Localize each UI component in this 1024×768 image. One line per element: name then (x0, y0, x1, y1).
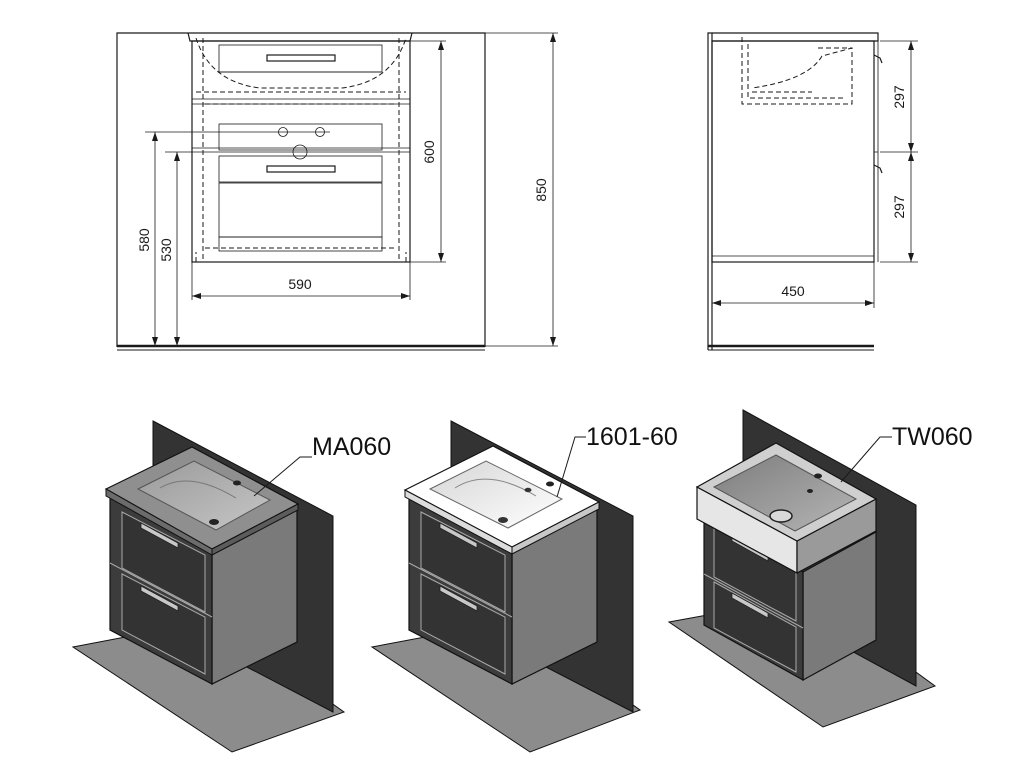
basin-bowl (428, 460, 564, 529)
dim-drawer-297-upper: 297 (891, 85, 907, 109)
variant-label-1601-60: 1601-60 (586, 423, 678, 451)
drawer-handle-lower (140, 585, 179, 612)
tap-hole (546, 481, 554, 487)
waste-outlet (292, 144, 308, 160)
variant-label-tw060: TW060 (892, 423, 973, 451)
drain (769, 509, 793, 523)
basin-bowl (712, 454, 858, 532)
label-leader (253, 456, 312, 497)
tap-hole (233, 480, 241, 486)
side-elevation: 450 297 297 (707, 32, 918, 351)
dim-drawer-297-lower: 297 (891, 195, 907, 219)
dim-height-580: 580 (136, 228, 152, 252)
drawer-handle-upper (140, 522, 179, 549)
dim-depth-450: 450 (781, 283, 805, 299)
variant-tw060: TW060 (667, 409, 973, 728)
overflow (807, 489, 813, 493)
drawer-handle-lower (439, 585, 478, 612)
upper-drawer-handle (266, 54, 336, 62)
dim-height-850: 850 (533, 178, 549, 202)
drain (498, 517, 508, 523)
drawer-handle-lower (731, 592, 769, 619)
lower-drawer-handle (266, 165, 336, 173)
wall-outline (116, 32, 486, 347)
basin-bowl (136, 460, 272, 531)
basin-top (187, 32, 413, 42)
front-elevation: 590 600 850 580 530 (116, 32, 558, 351)
dim-height-600: 600 (421, 140, 437, 164)
drawer-handle-upper (439, 522, 478, 549)
tap-hole (814, 473, 822, 479)
variant-1601-60: 1601-60 (370, 420, 678, 753)
dim-height-530: 530 (158, 238, 174, 262)
variant-label-ma060: MA060 (312, 433, 391, 461)
side-cabinet-body (711, 40, 875, 263)
dim-width-590: 590 (288, 276, 312, 292)
drain (209, 519, 219, 525)
variant-ma060: MA060 (71, 420, 391, 753)
cabinet-body (191, 40, 411, 263)
overflow (524, 487, 532, 493)
label-leader (556, 436, 586, 498)
label-leader (840, 436, 892, 483)
